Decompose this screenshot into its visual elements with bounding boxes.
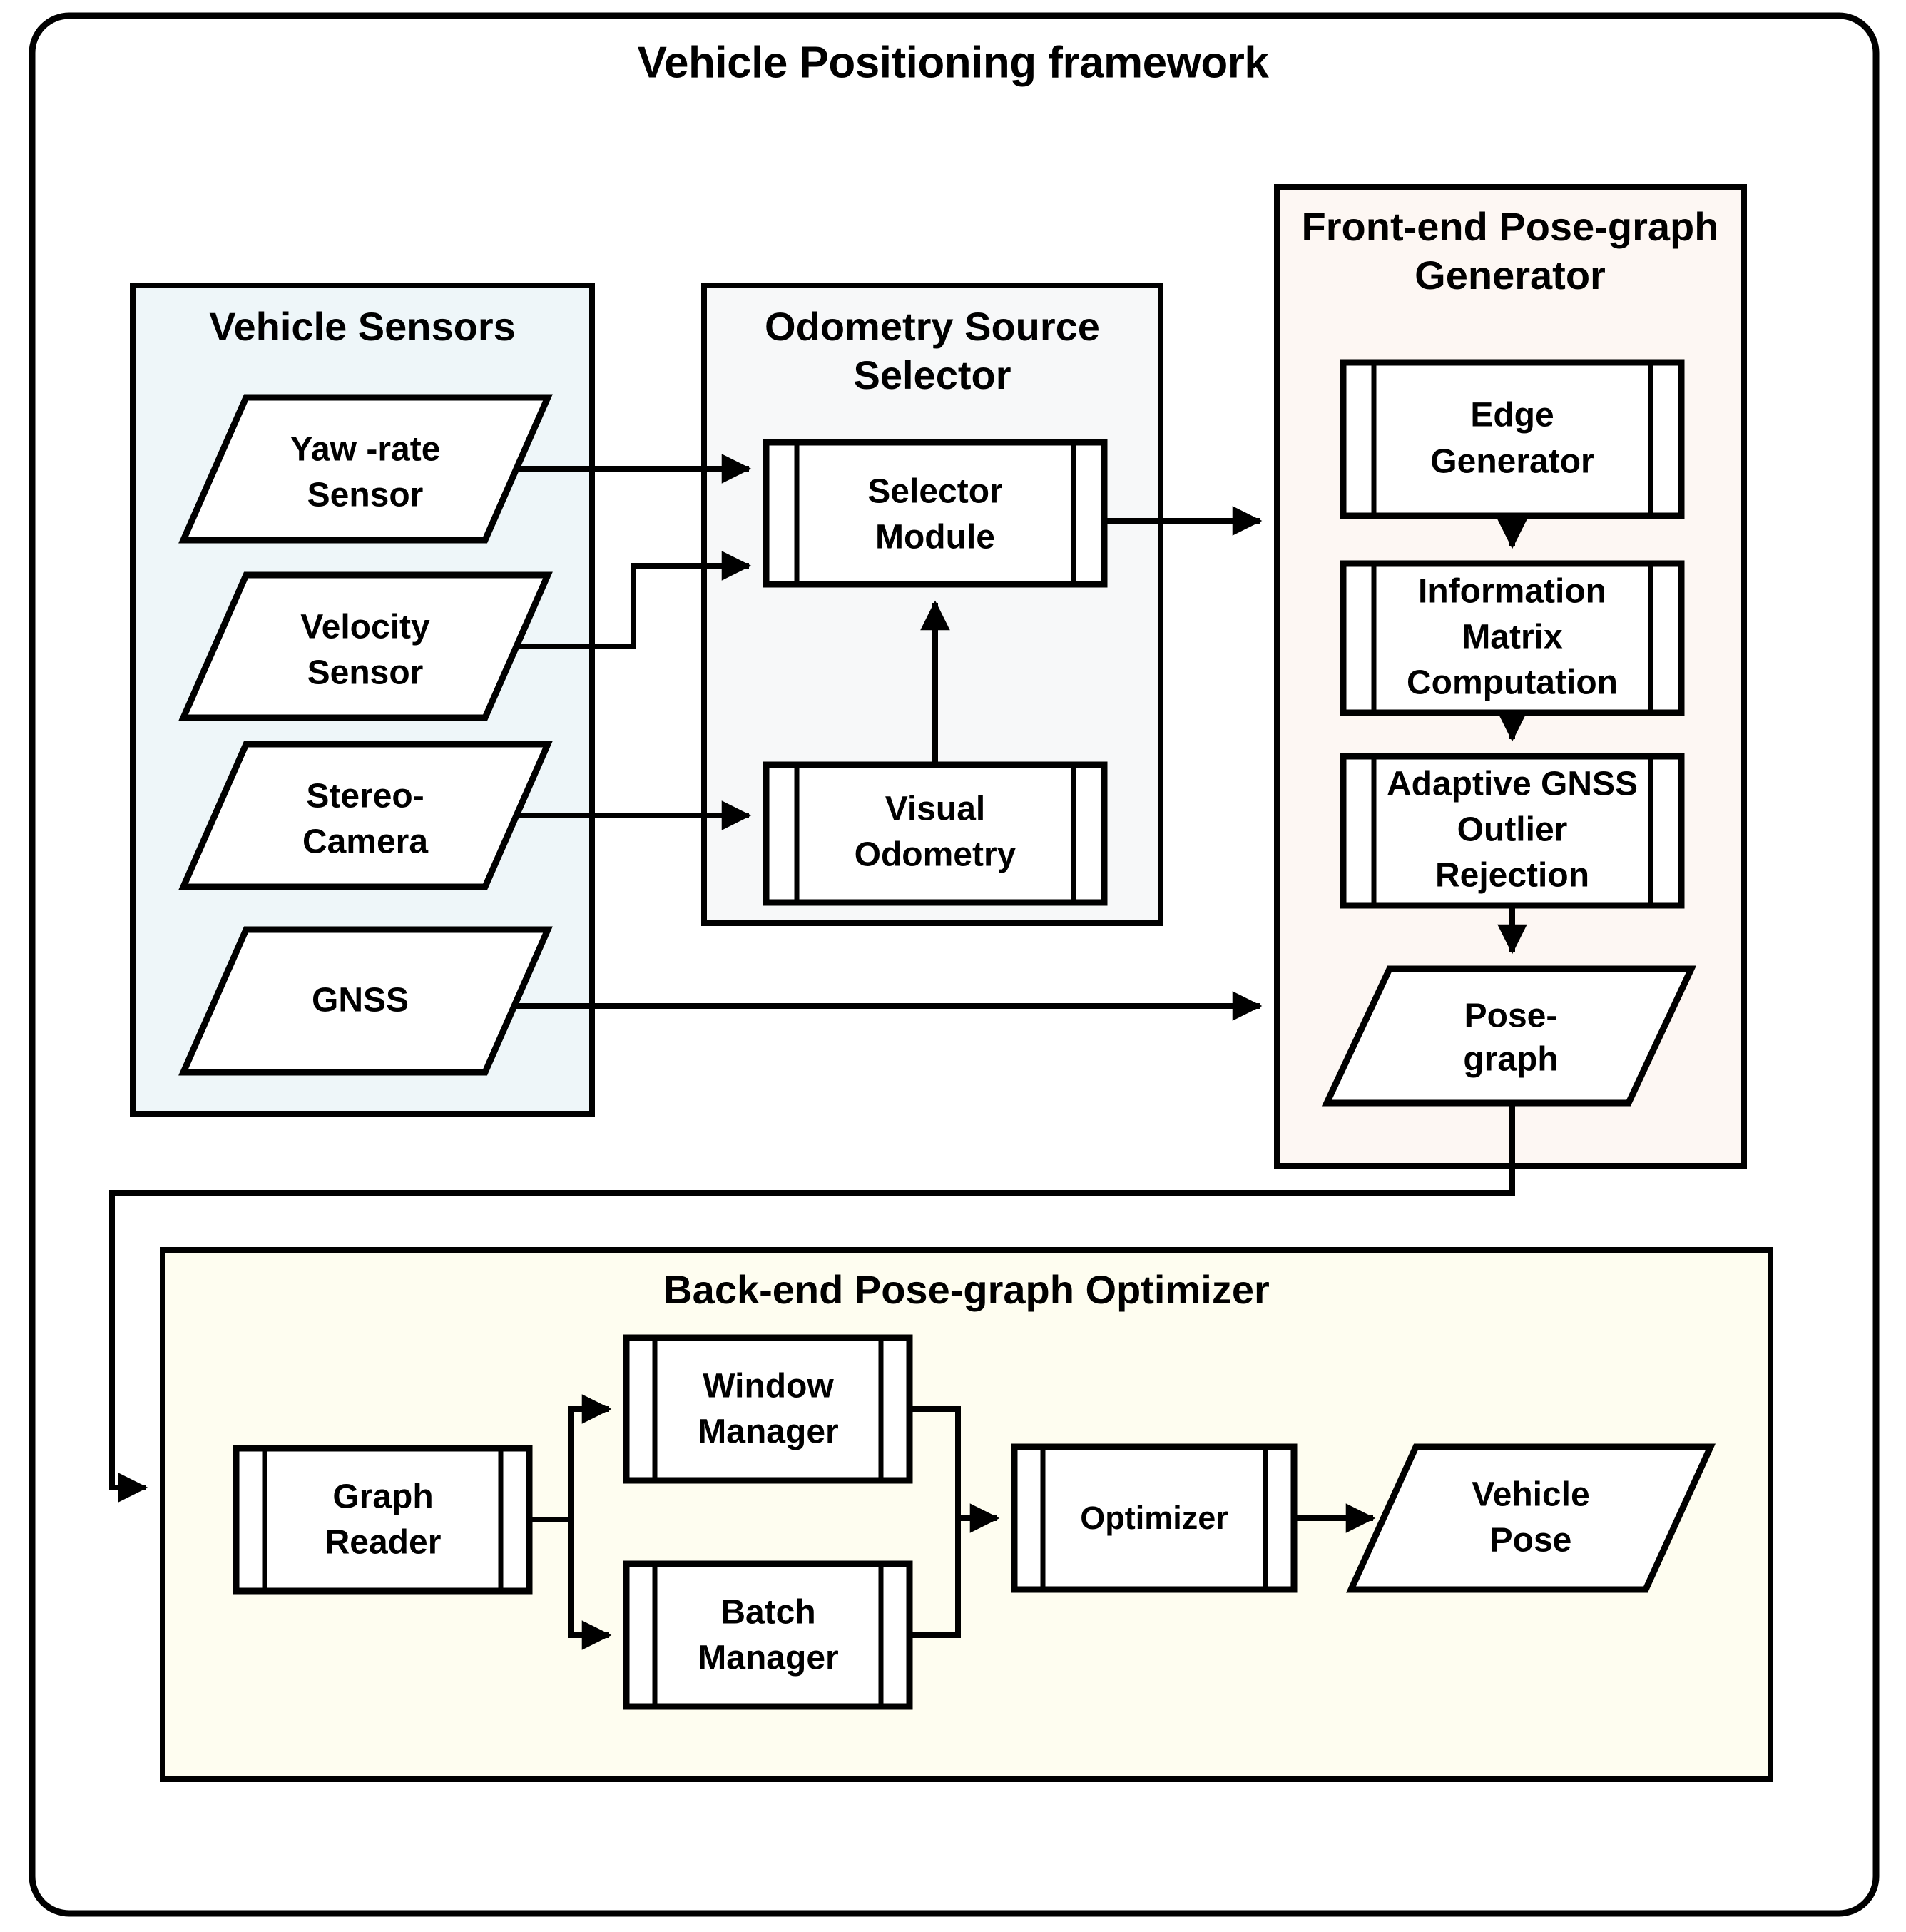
batch-manager-label-line1: Batch xyxy=(720,1594,815,1632)
odometry-source-selector-title-line1: Odometry Source xyxy=(765,304,1100,349)
window-manager-shape xyxy=(623,1334,913,1484)
edge-generator-label-line2: Generator xyxy=(1430,443,1594,481)
information-matrix-label-line1: Information xyxy=(1418,573,1606,611)
selector-module-shape xyxy=(763,439,1108,588)
information-matrix-computation-shape xyxy=(1340,560,1685,716)
pose-graph-label-line1: Pose- xyxy=(1464,997,1558,1035)
optimizer-label: Optimizer xyxy=(1080,1500,1228,1536)
vehicle-pose-shape xyxy=(1346,1443,1716,1593)
stereo-camera-label-line2: Camera xyxy=(302,823,428,861)
window-manager-label-line1: Window xyxy=(703,1368,834,1405)
gnss-shape xyxy=(178,926,553,1076)
pose-graph-shape xyxy=(1321,965,1697,1107)
vehicle-sensors-title: Vehicle Sensors xyxy=(209,304,516,349)
edge-graph-reader-to-batch-manager xyxy=(529,1517,612,1650)
selector-module-label-line2: Module xyxy=(875,519,995,556)
node-selector-module[interactable]: Selector Module xyxy=(763,439,1108,588)
stereo-camera-label-line1: Stereo- xyxy=(306,778,424,815)
gnss-label: GNSS xyxy=(312,982,409,1020)
node-yaw-rate-sensor[interactable]: Yaw -rate Sensor xyxy=(178,394,553,544)
graph-reader-shape xyxy=(233,1445,533,1595)
group-frontend-pose-graph-generator: Front-end Pose-graph Generator Edge Gene… xyxy=(1274,184,1747,1169)
node-pose-graph[interactable]: Pose- graph xyxy=(1321,965,1697,1107)
selector-module-label-line1: Selector xyxy=(867,473,1002,511)
yaw-rate-sensor-label-line2: Sensor xyxy=(307,477,424,514)
node-graph-reader[interactable]: Graph Reader xyxy=(233,1445,533,1595)
information-matrix-label-line3: Computation xyxy=(1407,664,1618,702)
node-window-manager[interactable]: Window Manager xyxy=(623,1334,913,1484)
node-velocity-sensor[interactable]: Velocity Sensor xyxy=(178,571,553,721)
node-gnss[interactable]: GNSS xyxy=(178,926,553,1076)
node-optimizer[interactable]: Optimizer xyxy=(1011,1443,1298,1593)
vehicle-pose-label-line2: Pose xyxy=(1490,1522,1572,1560)
adaptive-gnss-label-line1: Adaptive GNSS xyxy=(1387,766,1638,803)
edge-generator-label-line1: Edge xyxy=(1470,397,1554,434)
edge-pose-graph-to-graph-reader xyxy=(109,1103,1515,1503)
information-matrix-label-line2: Matrix xyxy=(1462,619,1563,656)
stereo-camera-shape xyxy=(178,741,553,890)
node-stereo-camera[interactable]: Stereo- Camera xyxy=(178,741,553,890)
visual-odometry-label-line2: Odometry xyxy=(855,836,1016,874)
frontend-title-line2: Generator xyxy=(1415,253,1606,298)
pose-graph-label-line2: graph xyxy=(1463,1041,1558,1079)
group-backend-pose-graph-optimizer: Back-end Pose-graph Optimizer Graph Read… xyxy=(160,1247,1773,1782)
yaw-rate-sensor-shape xyxy=(178,394,553,544)
node-vehicle-pose[interactable]: Vehicle Pose xyxy=(1346,1443,1716,1593)
visual-odometry-label-line1: Visual xyxy=(885,790,986,828)
graph-reader-label-line1: Graph xyxy=(332,1478,433,1516)
group-odometry-source-selector: Odometry Source Selector Selector Module… xyxy=(701,283,1163,926)
velocity-sensor-label-line1: Velocity xyxy=(300,609,430,646)
backend-title: Back-end Pose-graph Optimizer xyxy=(663,1267,1270,1312)
graph-reader-label-line2: Reader xyxy=(325,1524,442,1562)
adaptive-gnss-label-line2: Outlier xyxy=(1457,811,1568,849)
odometry-source-selector-title-line2: Selector xyxy=(854,352,1011,397)
batch-manager-shape xyxy=(623,1560,913,1710)
node-adaptive-gnss-outlier-rejection[interactable]: Adaptive GNSS Outlier Rejection xyxy=(1340,753,1685,909)
connectors xyxy=(109,454,1527,1650)
vehicle-pose-label-line1: Vehicle xyxy=(1472,1476,1589,1514)
page-title: Vehicle Positioning framework xyxy=(638,38,1270,87)
adaptive-gnss-outlier-rejection-shape xyxy=(1340,753,1685,909)
node-information-matrix-computation[interactable]: Information Matrix Computation xyxy=(1340,560,1685,716)
edge-generator-shape xyxy=(1340,359,1685,519)
edge-velocity-to-selector xyxy=(516,551,752,649)
group-vehicle-sensors: Vehicle Sensors Yaw -rate Sensor Velocit… xyxy=(130,283,595,1117)
visual-odometry-shape xyxy=(763,761,1108,906)
node-edge-generator[interactable]: Edge Generator xyxy=(1340,359,1685,519)
yaw-rate-sensor-label-line1: Yaw -rate xyxy=(290,431,441,469)
velocity-sensor-label-line2: Sensor xyxy=(307,654,424,692)
adaptive-gnss-label-line3: Rejection xyxy=(1435,857,1589,895)
edge-batch-manager-to-optimizer xyxy=(909,1518,961,1638)
node-batch-manager[interactable]: Batch Manager xyxy=(623,1560,913,1710)
frontend-title-line1: Front-end Pose-graph xyxy=(1302,204,1719,249)
node-visual-odometry[interactable]: Visual Odometry xyxy=(763,761,1108,906)
velocity-sensor-shape xyxy=(178,571,553,721)
edge-window-manager-to-optimizer xyxy=(909,1406,1000,1533)
window-manager-label-line2: Manager xyxy=(698,1413,838,1451)
batch-manager-label-line2: Manager xyxy=(698,1639,838,1677)
